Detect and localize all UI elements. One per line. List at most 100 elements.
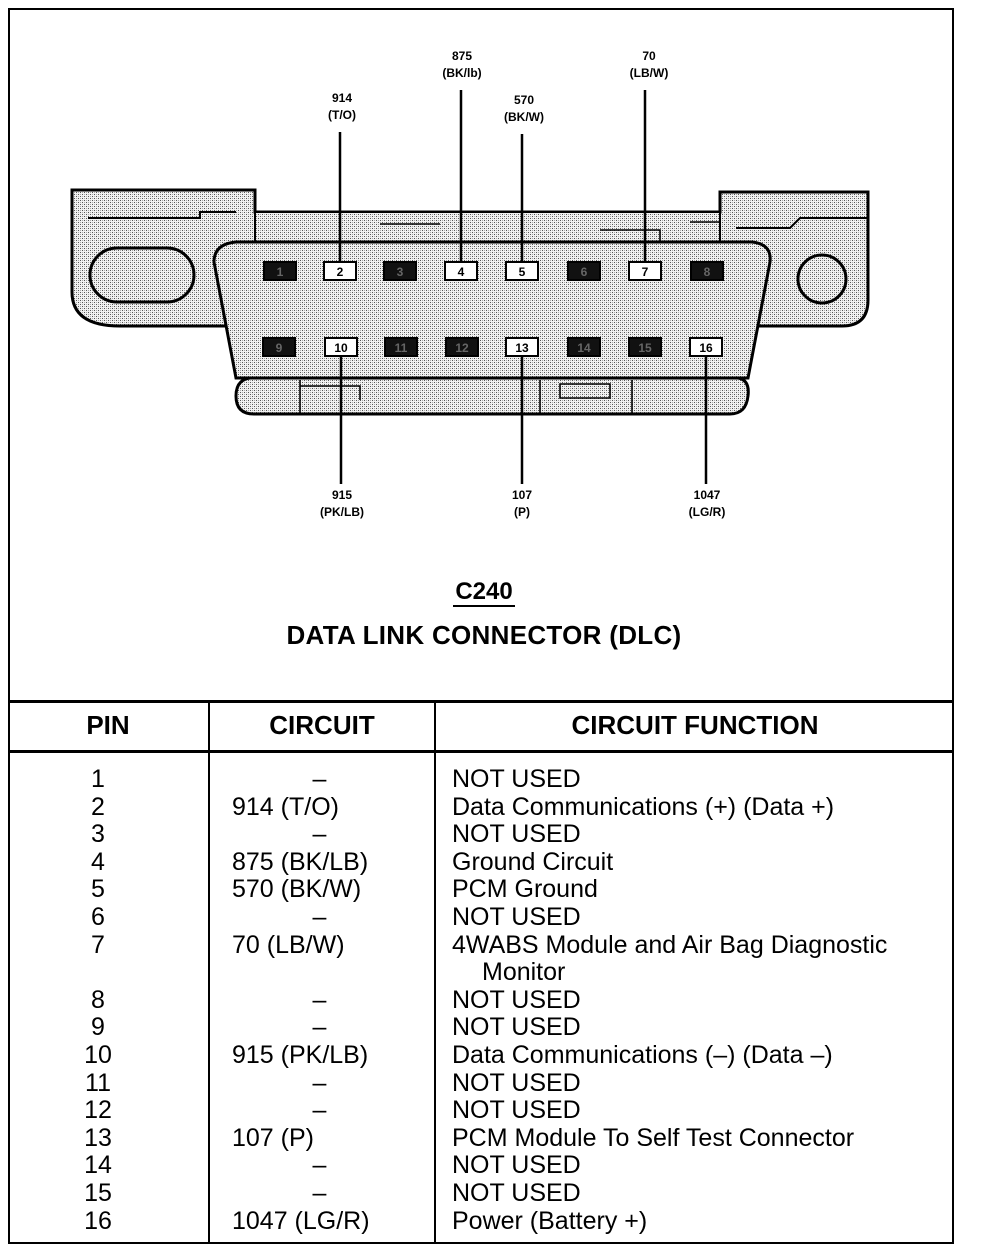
function-cell: NOT USED bbox=[452, 1151, 581, 1180]
pin-number: 10 bbox=[334, 341, 348, 355]
circuit-cell: 875 (BK/LB) bbox=[232, 847, 369, 876]
pin-13: 13 bbox=[505, 337, 539, 357]
left-ear-detail bbox=[88, 211, 236, 219]
pin-number: 6 bbox=[581, 265, 588, 279]
wire-label-pin5: 570 (BK/W) bbox=[479, 92, 569, 126]
function-cell: NOT USED bbox=[452, 765, 581, 793]
pin-socket bbox=[384, 337, 418, 357]
pin-socket bbox=[628, 337, 662, 357]
pin-cell: 4 bbox=[91, 847, 105, 876]
table-top-rule bbox=[8, 700, 954, 703]
pin-number: 15 bbox=[638, 341, 652, 355]
pin-11: 11 bbox=[384, 337, 418, 357]
function-cell: NOT USED bbox=[452, 1068, 581, 1097]
pin-8: 8 bbox=[690, 261, 724, 281]
function-cell: Ground Circuit bbox=[452, 847, 614, 876]
pin-field bbox=[212, 240, 772, 380]
pin-socket bbox=[383, 261, 417, 281]
wire-label-pin7: 70 (LB/W) bbox=[604, 48, 694, 82]
pin-number: 4 bbox=[458, 265, 465, 279]
pin-15: 15 bbox=[628, 337, 662, 357]
pin-socket bbox=[445, 337, 479, 357]
wire-color-code: (LG/R) bbox=[688, 505, 726, 519]
function-cell: Data Communications (–) (Data –) bbox=[452, 1041, 833, 1069]
pin-2: 2 bbox=[323, 261, 357, 281]
wire-leads bbox=[338, 90, 708, 484]
header-circuit-function: CIRCUIT FUNCTION bbox=[571, 710, 819, 740]
connector-lower-lip bbox=[234, 376, 750, 416]
function-cell: NOT USED bbox=[452, 985, 581, 1014]
pin-cell: 3 bbox=[91, 820, 105, 849]
pin-cell: 2 bbox=[91, 792, 105, 821]
wire-circuit-number: 570 bbox=[513, 93, 535, 107]
pin-4: 4 bbox=[444, 261, 478, 281]
pin-16: 16 bbox=[689, 337, 723, 357]
pin-6: 6 bbox=[567, 261, 601, 281]
wire-color-code: (T/O) bbox=[328, 108, 356, 122]
function-cell: NOT USED bbox=[452, 1013, 581, 1042]
column-divider bbox=[208, 700, 210, 1244]
wire-circuit-number: 875 bbox=[451, 49, 473, 63]
bottom-pin-row: 9 10 11 12 13 14 15 16 bbox=[262, 337, 723, 357]
upper-tab-detail bbox=[380, 221, 720, 242]
wire-color-code: (BK/W) bbox=[504, 110, 544, 124]
header-circuit: CIRCUIT bbox=[269, 710, 375, 740]
circuit-cell: – bbox=[312, 1179, 327, 1207]
left-mounting-hole bbox=[88, 246, 196, 304]
pin-10: 10 bbox=[324, 337, 358, 357]
pin-1: 1 bbox=[263, 261, 297, 281]
right-mounting-hole bbox=[796, 253, 848, 305]
function-cell: Power (Battery +) bbox=[452, 1206, 648, 1235]
wire-color-code: (LB/W) bbox=[629, 66, 669, 80]
wire-color-code: (PK/LB) bbox=[320, 505, 364, 519]
connector-name: DATA LINK CONNECTOR (DLC) bbox=[286, 620, 682, 650]
circuit-cell: – bbox=[312, 903, 327, 931]
pin-7: 7 bbox=[628, 261, 662, 281]
column-divider bbox=[434, 700, 436, 1244]
pin-number: 9 bbox=[276, 341, 283, 355]
pin-number: 12 bbox=[455, 341, 469, 355]
pin-number: 8 bbox=[704, 265, 711, 279]
pin-cell: 10 bbox=[84, 1041, 112, 1069]
pin-number: 11 bbox=[395, 341, 408, 355]
pin-number: 14 bbox=[577, 341, 591, 355]
pin-socket bbox=[567, 337, 601, 357]
pin-9: 9 bbox=[262, 337, 296, 357]
pin-number: 7 bbox=[642, 265, 649, 279]
pin-cell: 16 bbox=[84, 1206, 112, 1235]
function-cell: NOT USED bbox=[452, 1096, 581, 1125]
wire-color-code: (P) bbox=[514, 505, 530, 519]
wire-circuit-number: 107 bbox=[511, 488, 533, 502]
pin-number: 2 bbox=[337, 265, 344, 279]
pin-cell: 12 bbox=[84, 1096, 112, 1125]
pin-5: 5 bbox=[505, 261, 539, 281]
wire-circuit-number: 70 bbox=[642, 49, 656, 63]
connector-id: C240 bbox=[453, 578, 515, 607]
function-cell: 4WABS Module and Air Bag Diagnostic bbox=[452, 930, 888, 959]
circuit-cell: – bbox=[312, 985, 327, 1014]
pin-socket bbox=[690, 261, 724, 281]
wire-circuit-number: 914 bbox=[331, 91, 353, 105]
circuit-cell: – bbox=[312, 1151, 327, 1180]
lower-lip-detail bbox=[299, 380, 633, 414]
function-cell: PCM Module To Self Test Connector bbox=[452, 1123, 855, 1152]
pin-cell: 5 bbox=[91, 875, 105, 904]
wire-label-pin10: 915 (PK/LB) bbox=[297, 487, 387, 521]
pin-3: 3 bbox=[383, 261, 417, 281]
circuit-cell: – bbox=[312, 820, 327, 849]
pin-socket bbox=[567, 261, 601, 281]
wire-circuit-number: 1047 bbox=[693, 488, 721, 502]
circuit-cell: – bbox=[312, 1068, 327, 1097]
pin-cell: 14 bbox=[84, 1151, 112, 1180]
function-cell: PCM Ground bbox=[452, 875, 598, 904]
function-cell: NOT USED bbox=[452, 903, 581, 931]
wire-label-pin16: 1047 (LG/R) bbox=[662, 487, 752, 521]
pin-cell: 15 bbox=[84, 1179, 112, 1207]
connector-id-heading: C240 bbox=[0, 578, 968, 607]
pin-socket bbox=[262, 337, 296, 357]
diagram-frame bbox=[8, 8, 954, 1244]
pin-number: 1 bbox=[277, 265, 284, 279]
connector-housing-top-tab bbox=[254, 211, 721, 243]
